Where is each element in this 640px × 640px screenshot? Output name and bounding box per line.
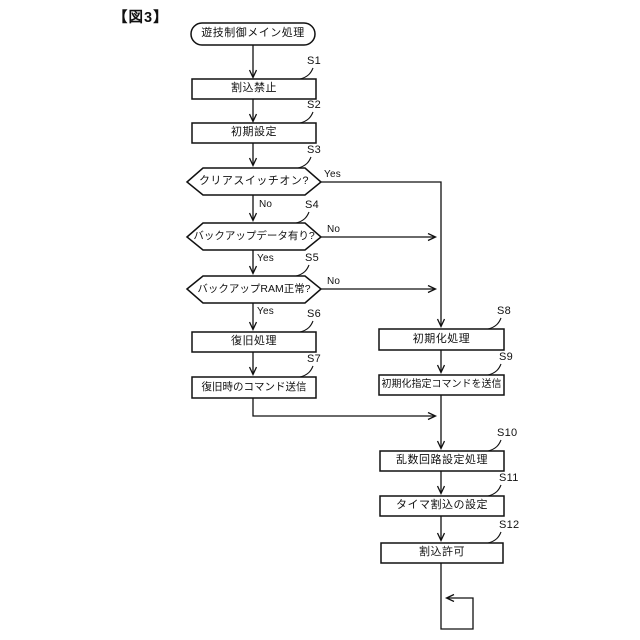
node-s5-label: バックアップRAM正常? [197, 282, 311, 295]
node-s2-label: 初期設定 [231, 126, 277, 139]
step-tag-s1: S1 [307, 55, 322, 67]
node-s1-label: 割込禁止 [231, 82, 277, 95]
branch-s5-yes: Yes [257, 306, 274, 317]
edge-main-loop [440, 563, 474, 630]
node-s7-label: 復旧時のコマンド送信 [201, 380, 307, 393]
step-tag-s5: S5 [305, 252, 320, 264]
s9-process-shape [378, 374, 505, 396]
s4-decision-shape [185, 222, 323, 251]
step-tag-s12: S12 [499, 519, 520, 531]
branch-s5-no: No [327, 276, 341, 287]
node-s6-label: 復旧処理 [231, 335, 277, 348]
leader-s10 [487, 439, 502, 452]
branch-s4-no: No [327, 224, 341, 235]
leader-s5 [295, 264, 310, 277]
s10-process-shape [379, 450, 505, 472]
leader-s3 [297, 156, 312, 169]
step-label-leaders [295, 67, 502, 544]
leader-s9 [487, 363, 502, 376]
start-terminal-label: 遊技制御メイン処理 [201, 27, 305, 40]
s11-process-shape [379, 495, 505, 517]
node-shapes [185, 22, 505, 564]
node-s4-label: バックアップデータ有り? [193, 229, 315, 242]
step-tag-s2: S2 [307, 99, 322, 111]
leader-s4 [295, 211, 310, 224]
step-tag-s7: S7 [307, 353, 322, 365]
branch-s3-yes: Yes [324, 169, 341, 180]
s1-process-shape [191, 78, 317, 100]
figure-title: 【図3】 [113, 10, 169, 26]
leader-s1 [299, 67, 314, 80]
start-terminal-shape [190, 22, 316, 46]
s2-process-shape [191, 122, 317, 144]
node-s10-label: 乱数回路設定処理 [396, 454, 488, 467]
step-tag-s9: S9 [499, 351, 514, 363]
step-tag-s3: S3 [307, 144, 322, 156]
branch-s3-no: No [259, 199, 273, 210]
node-s9-label: 初期化指定コマンドを送信 [381, 378, 502, 390]
step-tag-s4: S4 [305, 199, 320, 211]
s3-decision-shape [185, 167, 323, 196]
node-s8-label: 初期化処理 [412, 332, 471, 345]
leader-s2 [299, 111, 314, 124]
s12-process-shape [380, 542, 504, 564]
step-tag-s10: S10 [497, 427, 518, 439]
edge-s7-merge [252, 398, 435, 416]
node-s11-label: タイマ割込の設定 [396, 499, 488, 512]
leader-s7 [299, 365, 314, 378]
s6-process-shape [191, 331, 317, 353]
s5-decision-shape [185, 275, 323, 304]
leader-s12 [487, 531, 502, 544]
edge-s3-yes-s8 [321, 181, 441, 326]
step-tag-s6: S6 [307, 308, 322, 320]
node-s12-label: 割込許可 [419, 546, 465, 559]
leader-s6 [299, 320, 314, 333]
s8-process-shape [378, 328, 505, 351]
node-s3-label: クリアスイッチオン? [198, 174, 310, 187]
leader-s11 [487, 484, 502, 497]
step-tag-s8: S8 [497, 305, 512, 317]
s7-process-shape [191, 376, 317, 399]
branch-s4-yes: Yes [257, 253, 274, 264]
leader-s8 [487, 317, 502, 330]
connector-lines [252, 45, 474, 630]
step-tag-s11: S11 [499, 472, 519, 484]
